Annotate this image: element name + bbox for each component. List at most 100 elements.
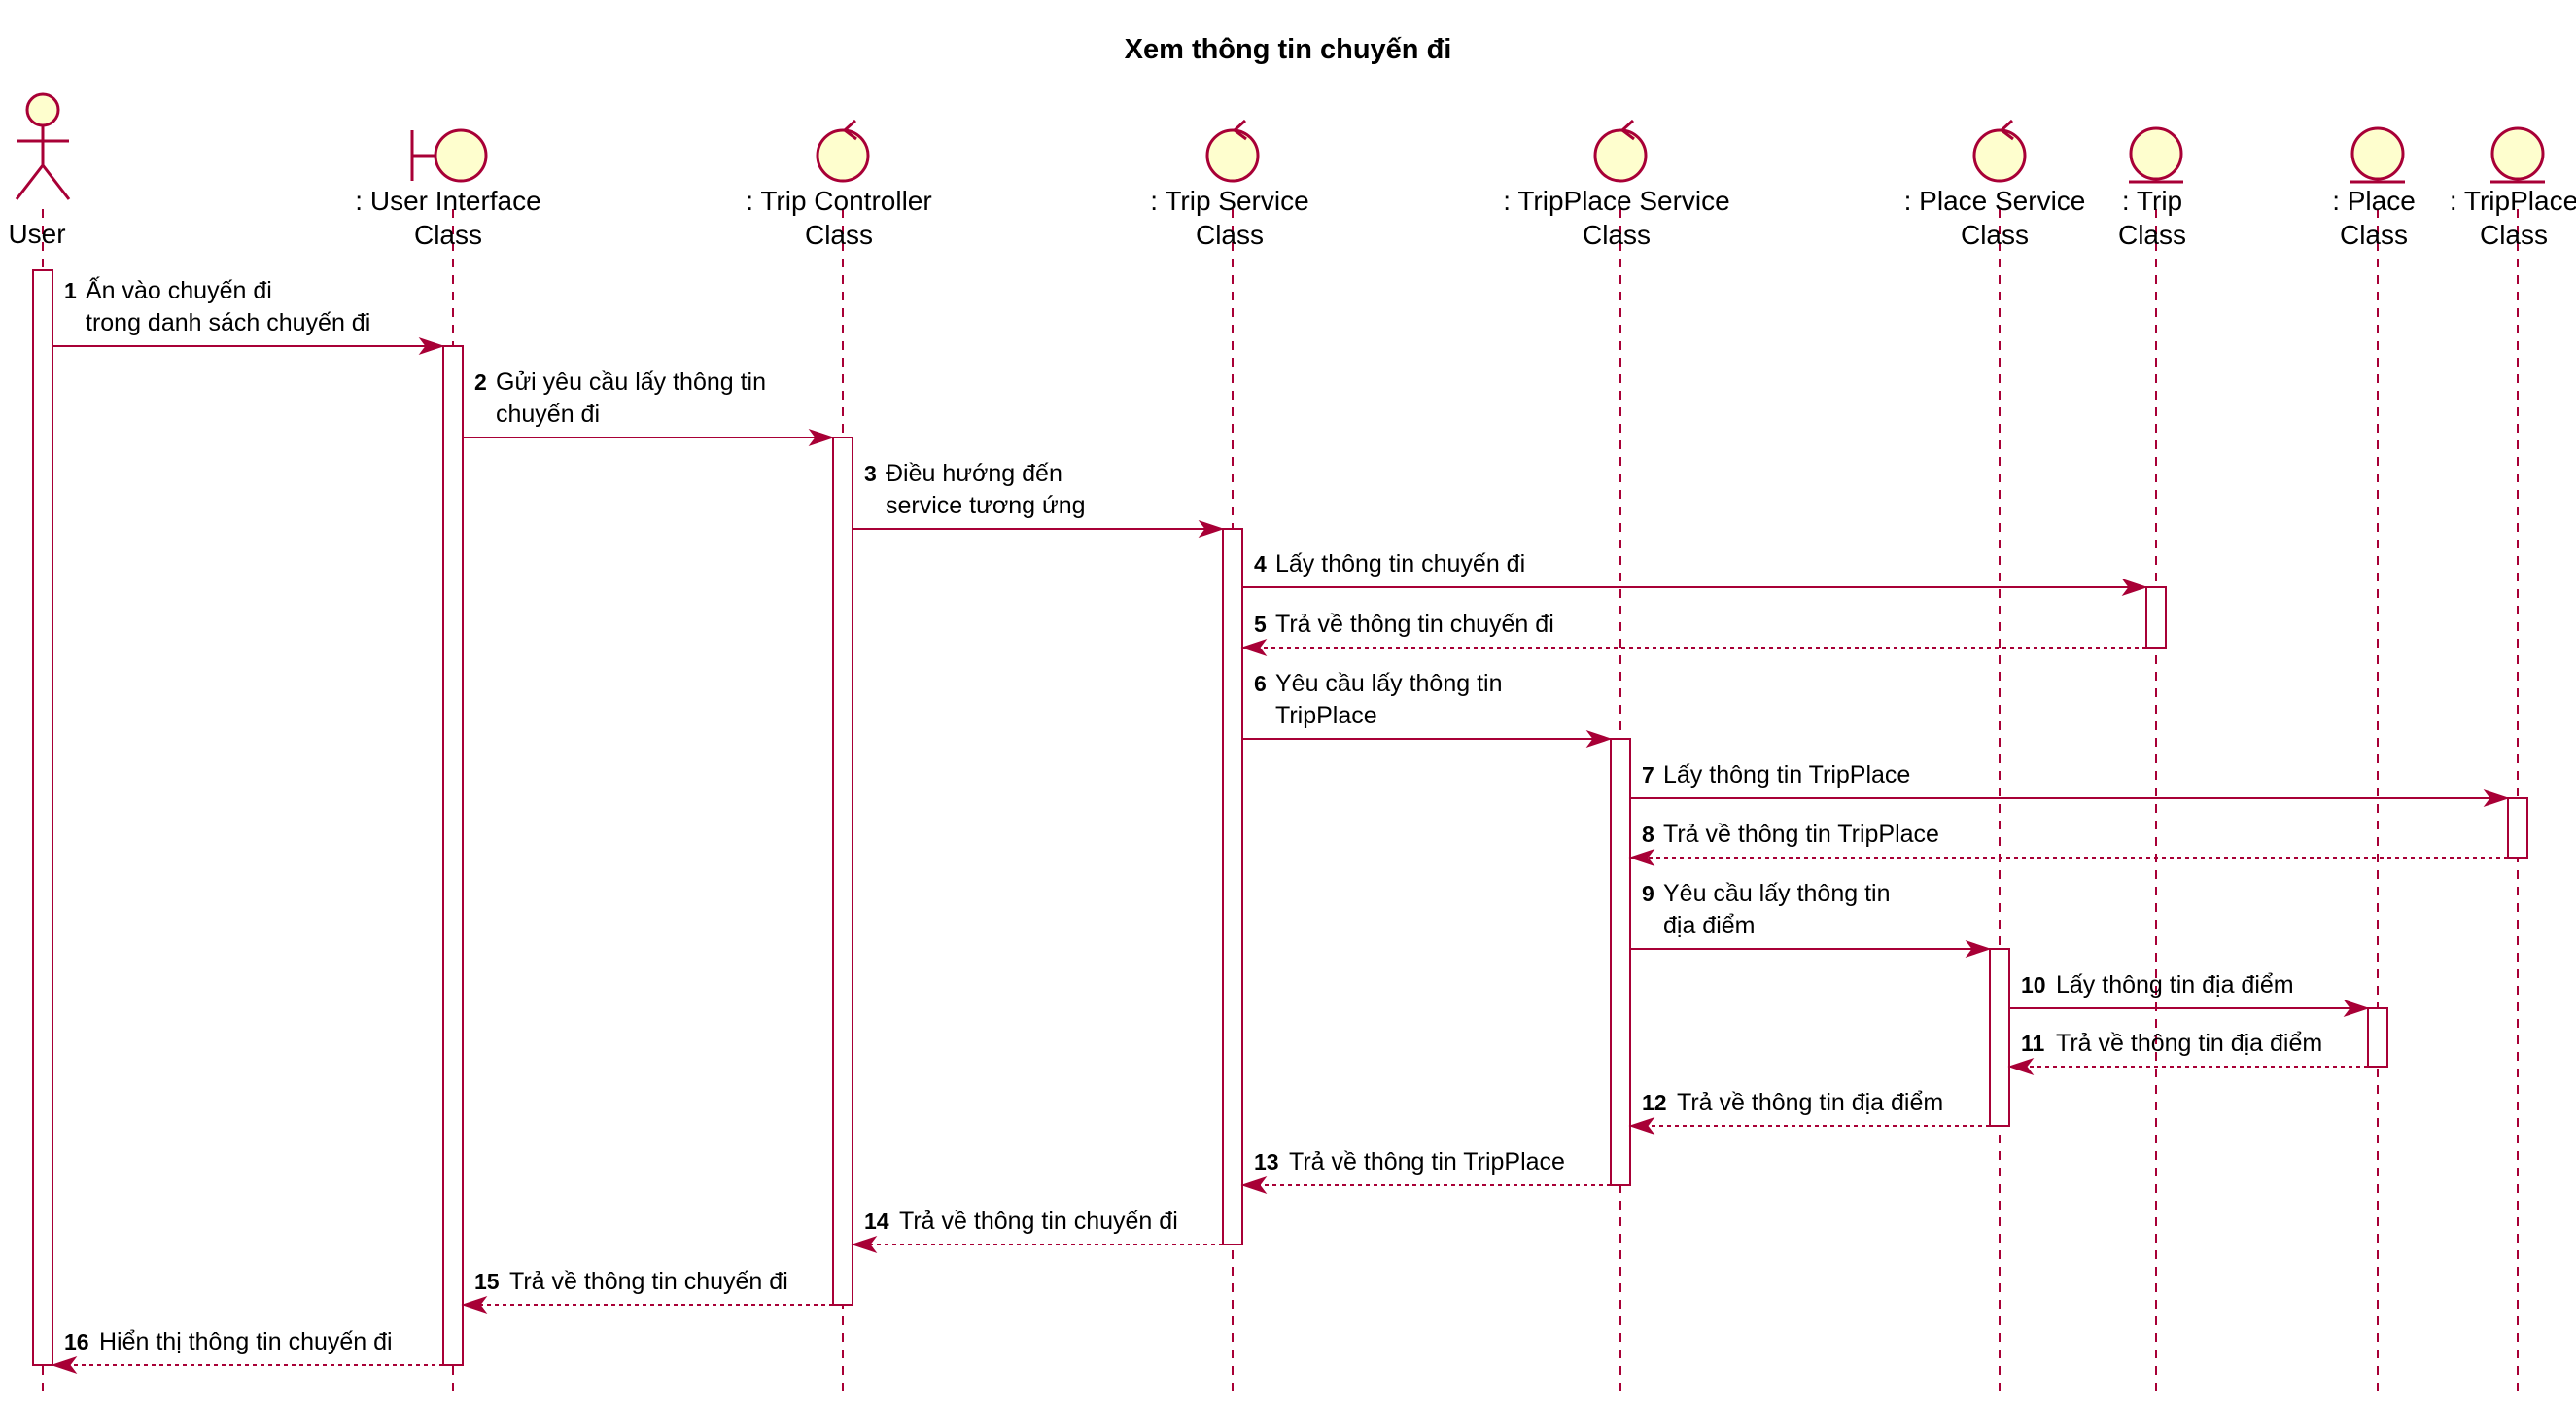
message-number: 11 xyxy=(2021,1031,2045,1056)
activation-bar-ui xyxy=(442,345,464,1366)
actor-body-icon xyxy=(15,125,71,200)
activation-bar-tc xyxy=(832,437,853,1306)
participant-label: Class xyxy=(2340,220,2408,250)
control-arrow-icon xyxy=(1620,119,1635,141)
participant-label: : TripPlace xyxy=(2450,186,2576,216)
message-number: 7 xyxy=(1642,762,1654,788)
message-text: Trả về thông tin TripPlace xyxy=(1289,1148,1565,1175)
participant-label: : Place xyxy=(2332,186,2416,216)
message-text: Lấy thông tin chuyến đi xyxy=(1275,550,1525,578)
boundary-icon xyxy=(434,128,488,183)
activation-bar-ps xyxy=(1989,948,2010,1127)
participant-label: Class xyxy=(1196,220,1264,250)
control-icon xyxy=(1593,128,1648,183)
message-number: 15 xyxy=(474,1269,500,1294)
arrowhead-icon xyxy=(1240,1176,1268,1194)
participant-label: User xyxy=(8,219,65,249)
arrowhead-icon xyxy=(51,1356,78,1374)
entity-icon xyxy=(2490,126,2545,181)
message-number: 4 xyxy=(1254,551,1267,577)
message-text: Yêu cầu lấy thông tin xyxy=(1275,670,1503,697)
control-icon xyxy=(816,128,870,183)
arrowhead-icon xyxy=(1240,639,1268,656)
participant-label: : Place Service xyxy=(1904,186,2086,216)
participant-label: Class xyxy=(1583,220,1651,250)
activation-bar-ts xyxy=(1222,528,1243,1245)
control-arrow-icon xyxy=(1233,119,1247,141)
message-text: Gửi yêu cầu lấy thông tin xyxy=(496,368,766,396)
message-text: Ấn vào chuyến đi xyxy=(86,276,272,304)
participant-user: User xyxy=(8,92,71,249)
arrowhead-icon xyxy=(2483,789,2510,807)
message-text: Trả về thông tin chuyến đi xyxy=(1275,611,1554,638)
arrowhead-icon xyxy=(2121,579,2148,596)
entity-icon xyxy=(2350,126,2405,181)
message-text: TripPlace xyxy=(1275,702,1377,729)
message-13: 13 Trả về thông tin TripPlace xyxy=(1240,1148,1611,1194)
participant-label: Class xyxy=(2118,220,2186,250)
participant-label: : TripPlace Service xyxy=(1503,186,1729,216)
control-icon xyxy=(1205,128,1260,183)
message-4: 4 Lấy thông tin chuyến đi xyxy=(1242,550,2148,596)
participant-label: Class xyxy=(2480,220,2548,250)
activation-bars xyxy=(32,269,2528,1366)
control-icon xyxy=(1972,128,2027,183)
arrowhead-icon xyxy=(2343,1000,2370,1017)
participant-label: Class xyxy=(414,220,482,250)
arrowhead-icon xyxy=(851,1236,878,1253)
message-text: Trả về thông tin địa điểm xyxy=(1677,1089,1943,1116)
message-number: 8 xyxy=(1642,822,1654,847)
activation-bar-tp xyxy=(2507,797,2528,859)
message-11: 11 Trả về thông tin địa điểm xyxy=(2007,1030,2368,1075)
arrowhead-icon xyxy=(808,429,835,446)
arrowhead-icon xyxy=(1198,520,1225,538)
message-3: 3 Điều hướng đến service tương ứng xyxy=(853,460,1225,538)
message-number: 10 xyxy=(2021,972,2046,998)
message-number: 13 xyxy=(1254,1149,1279,1175)
message-number: 5 xyxy=(1254,612,1267,637)
message-number: 1 xyxy=(64,278,77,303)
participant-label: : User Interface xyxy=(355,186,540,216)
message-text: Trả về thông tin chuyến đi xyxy=(899,1208,1178,1235)
participant-label: : Trip xyxy=(2122,186,2182,216)
arrowhead-icon xyxy=(1628,849,1655,866)
participant-label: Class xyxy=(805,220,873,250)
arrowhead-icon xyxy=(1965,940,1992,958)
arrowhead-icon xyxy=(1628,1117,1655,1135)
message-10: 10 Lấy thông tin địa điểm xyxy=(2009,971,2370,1017)
diagram-title: Xem thông tin chuyến đi xyxy=(1125,34,1452,65)
arrowhead-icon xyxy=(461,1296,488,1314)
activation-bar-tps xyxy=(1610,738,1631,1186)
message-text: service tương ứng xyxy=(886,492,1086,519)
message-text: Trả về thông tin địa điểm xyxy=(2056,1030,2322,1057)
message-number: 16 xyxy=(64,1329,89,1354)
message-text: Yêu cầu lấy thông tin xyxy=(1663,880,1891,907)
message-5: 5 Trả về thông tin chuyến đi xyxy=(1240,611,2146,656)
message-text: Lấy thông tin địa điểm xyxy=(2056,971,2294,999)
activation-bar-trip xyxy=(2145,586,2167,649)
activation-bar-user xyxy=(32,269,53,1366)
message-text: chuyến đi xyxy=(496,401,600,428)
message-text: Điều hướng đến xyxy=(886,460,1062,487)
message-number: 3 xyxy=(864,461,877,486)
control-arrow-icon xyxy=(843,119,857,141)
